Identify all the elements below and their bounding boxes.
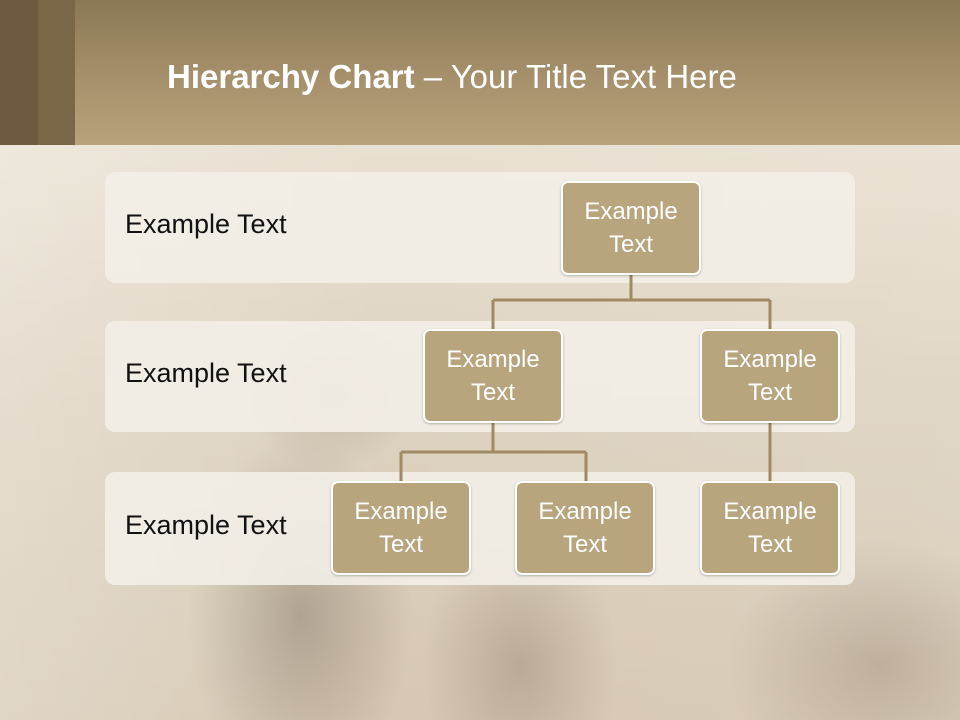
row-label-3: Example Text [125, 510, 287, 540]
node-text-line2: Text [747, 379, 792, 406]
node-text-line1: Example [584, 198, 678, 225]
title-bold-part: Hierarchy Chart [167, 58, 415, 95]
header-accent-strip [0, 0, 75, 145]
node-text-line2: Text [562, 531, 607, 558]
node-text-line1: Example [723, 346, 817, 373]
row-label-2: Example Text [125, 358, 287, 388]
title-separator: – [414, 58, 451, 95]
node-text-line2: Text [747, 531, 792, 558]
node-text-line2: Text [378, 531, 423, 558]
node-text-line2: Text [470, 379, 515, 406]
node-text-line1: Example [538, 498, 632, 525]
node-text-line1: Example [354, 498, 448, 525]
node-text-line2: Text [608, 231, 653, 258]
title-rest-part: Your Title Text Here [450, 58, 737, 95]
slide-header: Hierarchy Chart – Your Title Text Here [0, 0, 960, 145]
row-band-1: Example Text [105, 172, 855, 283]
row-label-1: Example Text [125, 209, 287, 239]
node-text-line1: Example [446, 346, 540, 373]
slide-title: Hierarchy Chart – Your Title Text Here [167, 52, 737, 102]
node-text-line1: Example [723, 498, 817, 525]
